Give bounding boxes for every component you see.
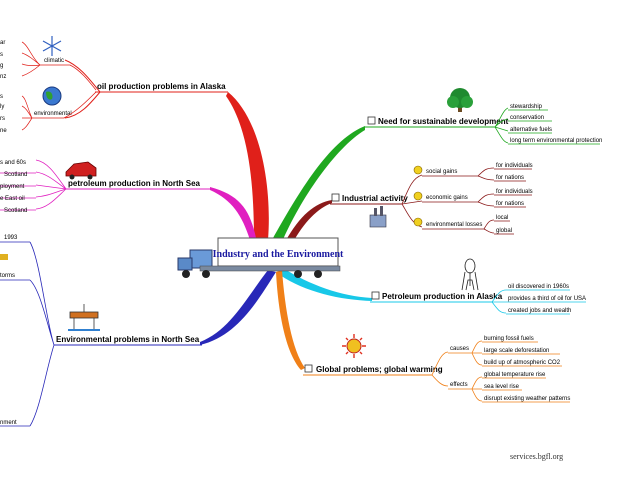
- petroleum-ns-title: petroleum production in North Sea: [68, 179, 201, 188]
- effect-leaf-2: sea level rise: [484, 384, 520, 390]
- petroleum-ns-leaf-lines: [0, 172, 36, 211]
- economic-gains-label: economic gains: [426, 195, 468, 201]
- industrial-sub-lines: [422, 175, 484, 230]
- petroleum-ns-leaf-3: ployment: [0, 184, 25, 190]
- petroleum-ns-fan: [35, 159, 67, 210]
- petroleum-ns-leaf-5: Scotland: [4, 208, 27, 214]
- effect-leaf-3: disrupt existing weather patterns: [484, 396, 570, 402]
- branch-alaska-problems: [226, 92, 269, 240]
- sustainable-leaf-lines: [508, 109, 600, 145]
- sustainable-icon: [367, 116, 376, 125]
- climatic-fan: [21, 41, 41, 77]
- global-leaf-fans: [471, 340, 483, 402]
- sustainable-title: Need for sustainable development: [378, 117, 509, 126]
- env-leaf-3: rs: [0, 116, 5, 122]
- economic-leaf-2: for nations: [496, 201, 524, 207]
- climatic-leaf-3: g: [0, 63, 3, 69]
- environmental-fan: [21, 95, 33, 131]
- climatic-label: climatic: [44, 58, 64, 64]
- cause-leaf-1: burning fossil fuels: [484, 336, 534, 342]
- branch-global: [276, 270, 305, 370]
- tree-icon: [447, 88, 473, 112]
- alaska-problems-title: oil production problems in Alaska: [97, 82, 226, 91]
- sun-icon: [342, 334, 366, 358]
- global-icon: [304, 364, 313, 373]
- sustainable-leaf-3: alternative fuels: [510, 127, 552, 133]
- climatic-leaf-2: s: [0, 52, 3, 58]
- smiley-economic-icon: [413, 191, 423, 201]
- branch-sustainable: [272, 126, 365, 242]
- petroleum-ns-leaf-1: s and 60s: [0, 160, 26, 166]
- climatic-leaf-4: nz: [0, 74, 6, 80]
- industrial-leaf-lines: [494, 168, 532, 235]
- petroleum-alaska-leaf-lines: [506, 289, 586, 315]
- env-leaf-2: ly: [0, 104, 4, 110]
- env-losses-label: environmental losses: [426, 222, 482, 228]
- branch-env-ns: [200, 270, 276, 345]
- env-ns-fan: [0, 241, 55, 427]
- sustainable-leaf-4: long term environmental protection: [510, 138, 602, 144]
- causes-label: causes: [450, 346, 469, 352]
- env-loss-leaf-2: global: [496, 228, 512, 234]
- climatic-connector: [40, 64, 97, 91]
- social-leaf-1: for individuals: [496, 163, 533, 169]
- environmental-label: environmental: [34, 111, 72, 117]
- env-loss-leaf-1: local: [496, 215, 508, 221]
- industrial-leaf-fans: [477, 167, 495, 234]
- global-leaf-lines: [482, 341, 570, 403]
- sustainable-leaf-2: conservation: [510, 115, 544, 121]
- social-leaf-2: for nations: [496, 175, 524, 181]
- eskimo-icon: [461, 258, 479, 291]
- economic-leaf-1: for individuals: [496, 189, 533, 195]
- env-leaf-1: s: [0, 94, 3, 100]
- env-ns-leaf-1: 1993: [4, 235, 18, 241]
- industrial-fan: [401, 174, 423, 228]
- cause-leaf-3: build up of atmospheric CO2: [484, 360, 561, 366]
- petroleum-alaska-leaf-3: created jobs and wealth: [508, 308, 571, 314]
- branch-petroleum-ns: [210, 187, 256, 240]
- petroleum-alaska-leaf-1: oil discovered in 1960s: [508, 284, 569, 290]
- tanker-icon: [0, 254, 8, 260]
- frown-env-icon: [413, 217, 423, 227]
- petroleum-alaska-fan: [491, 289, 507, 314]
- petroleum-ns-leaf-4: e East oil: [0, 196, 25, 202]
- env-ns-title: Environmental problems in North Sea: [56, 335, 200, 344]
- petroleum-alaska-icon: [371, 291, 380, 300]
- climatic-leaf-1: ar: [0, 40, 5, 46]
- branch-industrial: [285, 200, 332, 244]
- petroleum-alaska-leaf-2: provides a third of oil for USA: [508, 296, 586, 302]
- car-icon: [65, 161, 97, 180]
- footer-credit: services.bgfl.org: [510, 452, 563, 461]
- env-ns-leaf-2: torms: [0, 273, 15, 279]
- snowflake-icon: [42, 36, 62, 56]
- effects-label: effects: [450, 382, 468, 388]
- cause-leaf-2: large scale deforestation: [484, 348, 549, 354]
- industrial-title: Industrial activity: [342, 194, 408, 203]
- environmental-connector: [32, 91, 97, 119]
- smiley-social-icon: [413, 165, 423, 175]
- env-leaf-4: ne: [0, 128, 7, 134]
- central-topic: Industry and the Environment: [213, 249, 344, 260]
- effect-leaf-1: global temperature rise: [484, 372, 546, 378]
- industrial-icon: [331, 193, 340, 202]
- global-fan: [431, 351, 449, 387]
- env-ns-leaf-3: nment: [0, 420, 17, 426]
- global-sub-lines: [448, 352, 472, 390]
- factory-icon: [369, 206, 387, 228]
- globe-icon: [42, 86, 62, 106]
- truck-icon: [177, 249, 341, 278]
- petroleum-ns-leaf-2: Scotland: [4, 172, 27, 178]
- petroleum-alaska-title: Petroleum production in Alaska: [382, 292, 503, 301]
- branch-petroleum-alaska: [280, 268, 372, 301]
- sustainable-leaf-1: stewardship: [510, 104, 543, 110]
- sustainable-fan: [494, 107, 509, 144]
- global-title: Global problems; global warming: [316, 365, 443, 374]
- central-box: [217, 237, 339, 267]
- social-gains-label: social gains: [426, 169, 457, 175]
- oil-rig-icon: [68, 304, 100, 331]
